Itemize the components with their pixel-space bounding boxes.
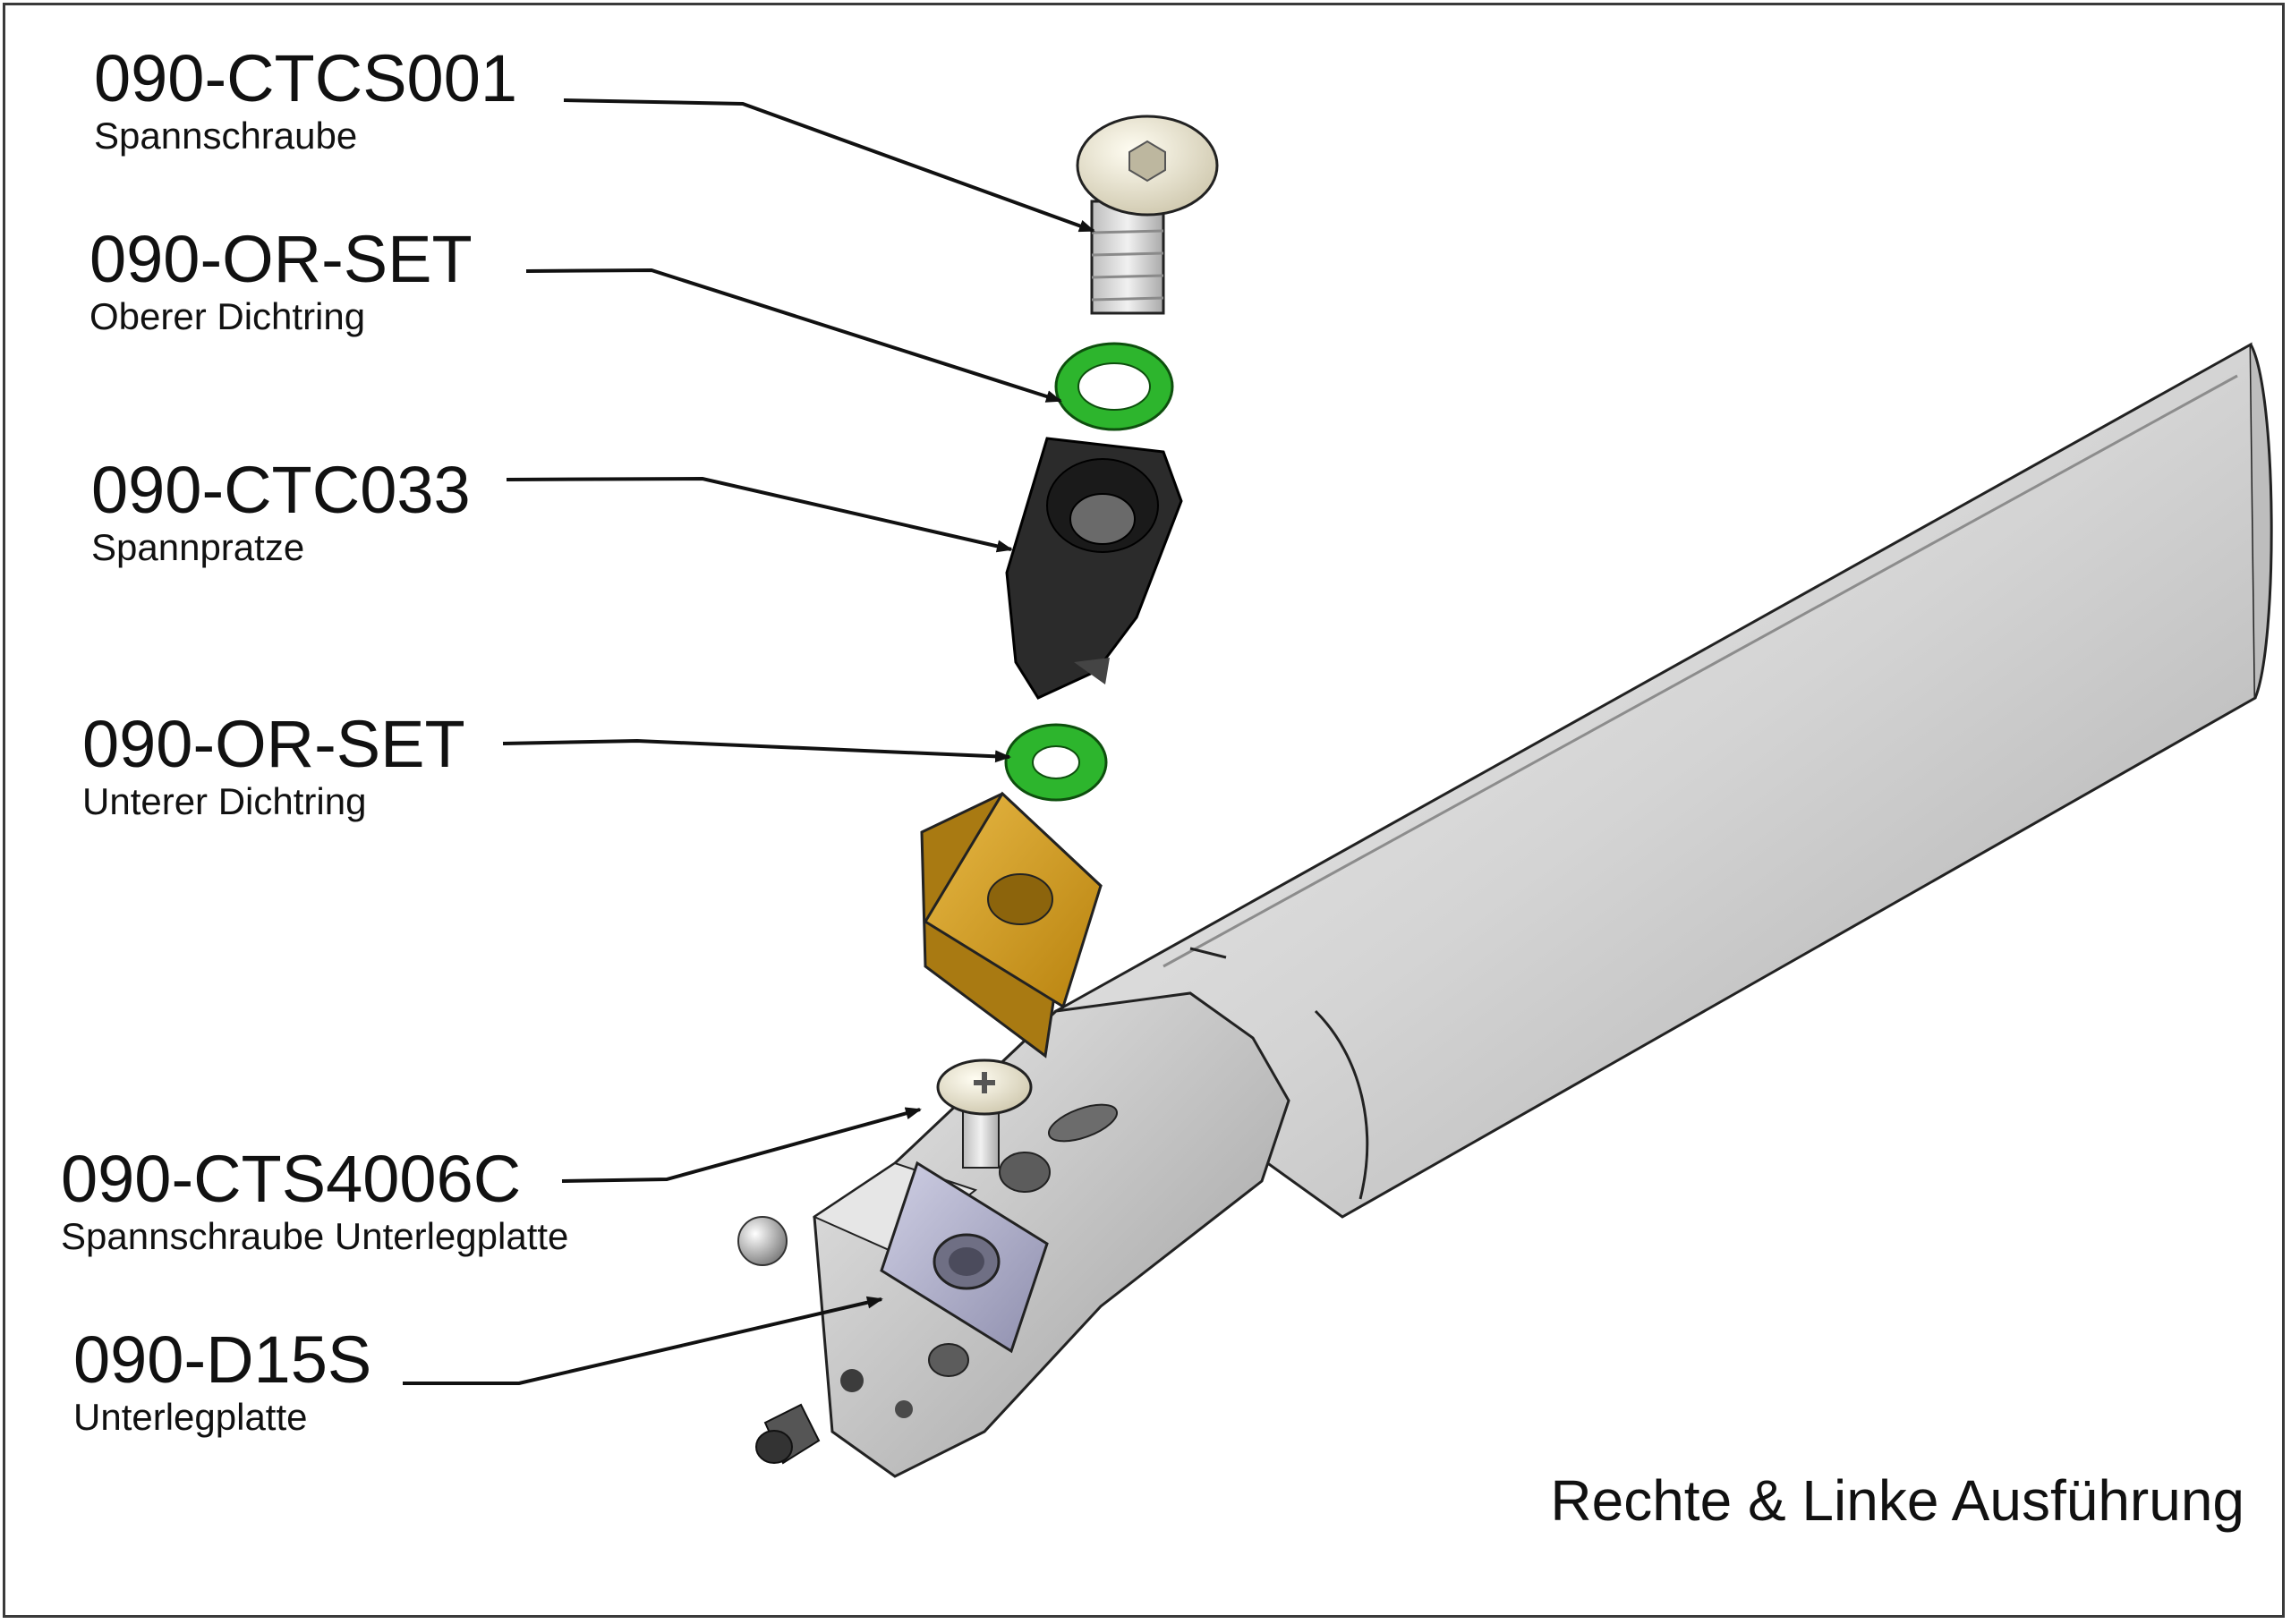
part-label-6: 090-D15S Unterlegplatte (73, 1324, 371, 1439)
variant-note: Rechte & Linke Ausführung (1550, 1468, 2244, 1533)
cutting-insert (920, 791, 1103, 1059)
part-description: Spannschraube Unterlegplatte (61, 1215, 569, 1257)
leader-line-5 (561, 1107, 922, 1183)
part-number: 090-OR-SET (89, 222, 473, 296)
leader-line-6 (403, 1296, 883, 1385)
upper-seal-ring (1054, 342, 1174, 431)
part-number: 090-OR-SET (82, 707, 465, 781)
set-screw (755, 1403, 821, 1465)
shim-screw (936, 1059, 1033, 1169)
clamp-screw (1076, 115, 1219, 315)
part-number: 090-CTC033 (91, 453, 471, 527)
part-number: 090-CTCS001 (94, 41, 518, 115)
part-label-3: 090-CTC033 Spannpratze (91, 455, 471, 569)
part-description: Unterlegplatte (73, 1396, 308, 1438)
part-description: Oberer Dichtring (89, 295, 366, 337)
part-label-1: 090-CTCS001 Spannschraube (94, 43, 517, 157)
part-description: Unterer Dichtring (82, 780, 367, 822)
part-description: Spannschraube (94, 115, 358, 157)
leader-lines (403, 98, 1095, 1385)
part-description: Spannpratze (91, 526, 305, 568)
steel-ball (737, 1216, 788, 1266)
part-number: 090-CTS4006C (61, 1142, 522, 1216)
part-number: 090-D15S (73, 1322, 372, 1397)
part-label-4: 090-OR-SET Unterer Dichtring (82, 709, 465, 823)
leader-line-1 (563, 98, 1095, 233)
part-label-5: 090-CTS4006C Spannschraube Unterlegplatt… (61, 1144, 568, 1258)
shim-plate (880, 1161, 1049, 1354)
part-label-2: 090-OR-SET Oberer Dichtring (89, 224, 473, 338)
lower-seal-ring (1004, 723, 1108, 802)
drawing-frame (3, 3, 2285, 1618)
tool-head (812, 991, 1290, 1478)
clamp (1005, 437, 1183, 700)
leader-line-4 (502, 738, 1011, 763)
leader-line-2 (525, 268, 1062, 403)
leader-line-3 (506, 476, 1013, 553)
